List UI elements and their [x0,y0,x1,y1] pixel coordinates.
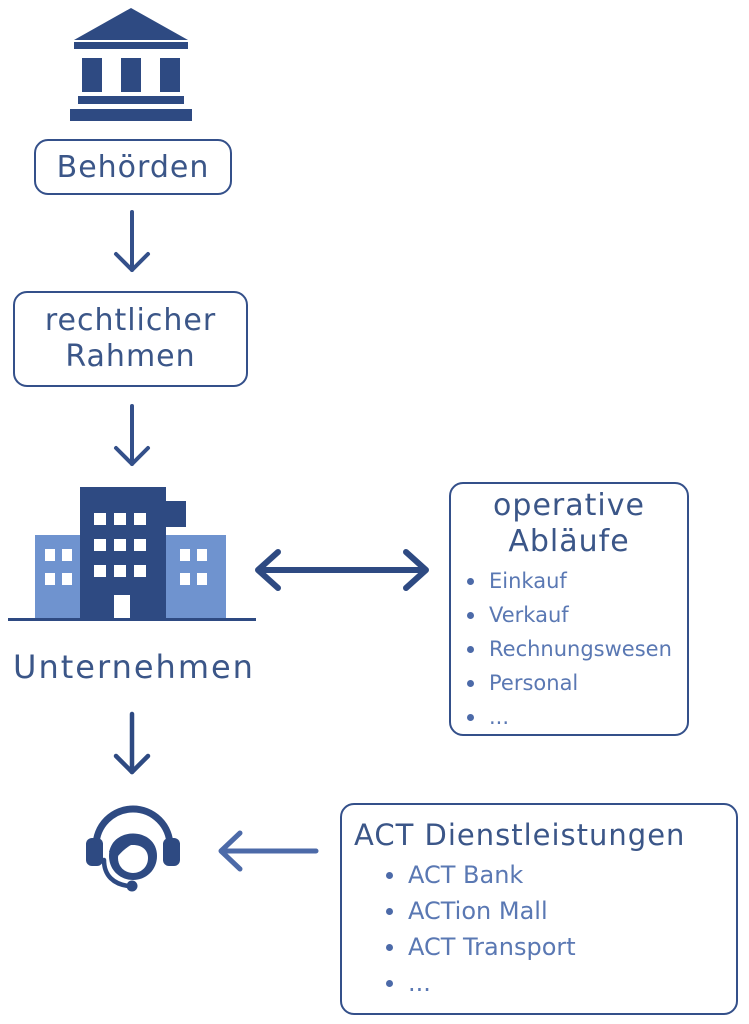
double-arrow-icon [255,549,429,591]
headset-agent-icon [86,805,180,892]
operations-title: operative Abläufe [451,488,687,560]
operations-box: operative Abläufe Einkauf Verkauf Rechnu… [449,482,689,736]
list-item: Einkauf [467,564,687,598]
list-item: Rechnungswesen [467,632,687,666]
operations-title-line2: Abläufe [508,524,630,559]
authorities-box: Behörden [34,139,232,195]
list-item: ... [386,965,736,1001]
operations-list: Einkauf Verkauf Rechnungswesen Personal … [467,564,687,734]
arrow-down-icon [114,404,150,466]
list-item: Verkauf [467,598,687,632]
list-item: ACT Bank [386,857,736,893]
list-item: ... [467,700,687,734]
operations-title-line1: operative [493,488,645,523]
legal-framework-box: rechtlicher Rahmen [13,291,248,387]
legal-framework-line1: rechtlicher [44,303,217,338]
arrow-left-icon [218,830,319,872]
arrow-down-icon [114,210,150,272]
services-box: ACT Dienstleistungen ACT Bank ACTion Mal… [340,803,738,1015]
authorities-label: Behörden [56,149,210,185]
legal-framework-line2: Rahmen [65,339,196,374]
government-building-icon [70,8,192,121]
list-item: Personal [467,666,687,700]
arrow-down-icon [113,711,151,775]
list-item: ACT Transport [386,929,736,965]
office-building-icon [8,487,256,621]
services-list: ACT Bank ACTion Mall ACT Transport ... [386,857,736,1001]
list-item: ACTion Mall [386,893,736,929]
services-title: ACT Dienstleistungen [354,818,686,852]
company-label: Unternehmen [13,648,255,686]
